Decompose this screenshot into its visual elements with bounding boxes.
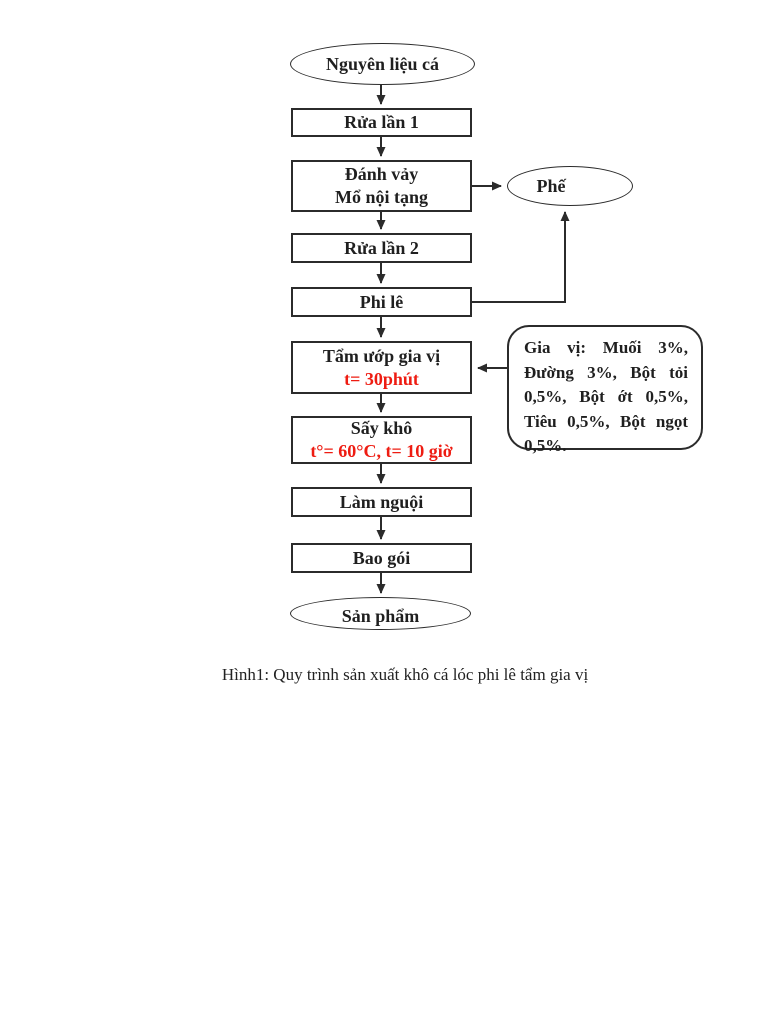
node-label: Rửa lần 2 xyxy=(344,237,419,258)
node-danh-vay-mo-noi-tang: Đánh vảy Mổ nội tạng xyxy=(291,160,472,212)
node-label: Sấy khô xyxy=(350,418,413,438)
connector-phile-to-phe xyxy=(472,211,570,303)
node-start-terminator: Nguyên liệu cá xyxy=(290,43,475,85)
node-label: Bao gói xyxy=(352,547,411,568)
node-label: Rửa lần 1 xyxy=(344,112,419,132)
node-rua-lan-1: Rửa lần 1 xyxy=(291,108,472,137)
gia-vi-callout: Gia vị: Muối 3%, Đường 3%, Bột tỏi 0,5%,… xyxy=(507,325,703,455)
node-label: Đánh vảy xyxy=(344,164,419,184)
node-tam-uop-gia-vi: Tẩm ướp gia vị t= 30phút xyxy=(291,341,472,394)
callout-text: Gia vị: Muối 3%, Đường 3%, Bột tỏi 0,5%,… xyxy=(524,338,688,455)
node-label: Phi lê xyxy=(359,291,404,312)
node-label: Tẩm ướp gia vị xyxy=(322,345,441,366)
node-bao-goi: Bao gói xyxy=(291,543,472,573)
node-lam-nguoi: Làm nguội xyxy=(291,487,472,517)
node-phe-terminator: Phế xyxy=(507,166,633,206)
node-label: Sản phẩm xyxy=(341,606,420,626)
node-label: Nguyên liệu cá xyxy=(325,53,439,74)
figure-caption: Hình1: Quy trình sản xuất khô cá lóc phi… xyxy=(221,665,589,684)
node-note-red: t= 30phút xyxy=(344,368,419,389)
node-phi-le: Phi lê xyxy=(291,287,472,317)
node-label-line2: Mổ nội tạng xyxy=(334,187,428,207)
node-note-red: t°= 60°C, t= 10 giờ xyxy=(310,441,453,461)
node-label: Làm nguội xyxy=(339,491,424,512)
node-label: Phế xyxy=(536,175,566,196)
node-say-kho: Sấy khô t°= 60°C, t= 10 giờ xyxy=(291,416,472,464)
node-rua-lan-2: Rửa lần 2 xyxy=(291,233,472,263)
node-san-pham-terminator: Sản phẩm xyxy=(290,597,471,630)
